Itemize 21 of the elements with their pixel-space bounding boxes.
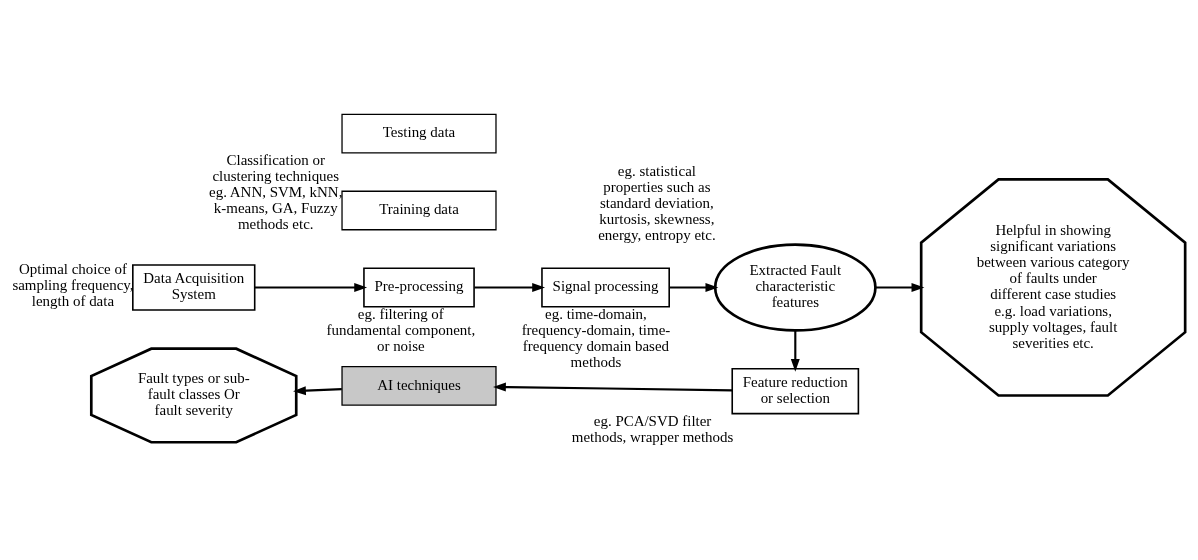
arrow [669,283,719,292]
node-label: eg. time-domain, frequency-domain, time-frequency domain based methods [521,305,671,370]
node-box: Data Acquisition System [132,264,256,311]
arrow [254,283,368,292]
node-label: eg. PCA/SVD filter methods, wrapper methods [571,412,734,445]
node-box: Training data [341,190,497,231]
node-box: Pre-processing [363,267,475,308]
node-label: eg. filtering of fundamental component, or noise [326,305,476,354]
node-ellipse: Extracted Fault characteristic features [713,243,877,332]
node-box: Feature reduction or selection [731,367,860,415]
node-box: AI techniques [341,365,497,406]
node-label: Optimal choice of sampling frequency, length of data [12,260,134,309]
arrow [493,382,733,392]
arrow [790,330,800,372]
arrow [474,283,546,292]
node-label: Classification or clustering techniques eg. ANN, SVM, kNN, k-means, GA, Fuzzy methods etc. [209,151,343,232]
node-box: Signal processing [541,267,670,308]
node-label: eg. statistical properties such as standard deviation, kurtosis, skewness, energy, entropy etc. [598,163,716,244]
arrow [293,386,342,396]
node-box: Testing data [341,113,497,154]
arrow [875,283,925,292]
